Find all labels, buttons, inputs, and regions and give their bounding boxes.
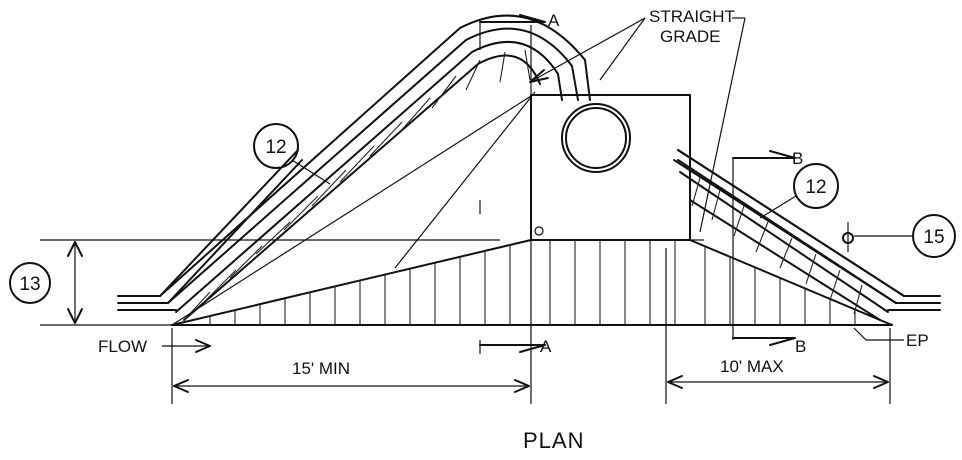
section-a-label-bottom: A [540, 337, 552, 356]
flow-label: FLOW [98, 337, 147, 356]
inlet-box [530, 94, 691, 241]
right-gutter-hatch [691, 177, 863, 315]
ep-label: EP [906, 331, 929, 350]
dim-min-label: 15' MIN [292, 359, 350, 378]
box-apron-hatch [549, 240, 676, 325]
road-edge-left [117, 149, 303, 311]
left-transition [171, 91, 536, 326]
left-transition-hatch [209, 245, 511, 325]
section-b-label-bottom: B [795, 337, 806, 356]
callout-12-right: 12 [759, 163, 839, 219]
svg-text:12: 12 [265, 137, 286, 158]
svg-text:15: 15 [923, 227, 944, 248]
svg-text:12: 12 [805, 177, 826, 198]
ep-leader [853, 327, 904, 341]
section-a-line [479, 14, 546, 354]
straight-grade-leaders [529, 17, 746, 233]
callout-12-left: 12 [253, 123, 331, 185]
section-b-line [732, 150, 796, 346]
section-b-label-top: B [792, 149, 803, 168]
manhole-cover [561, 103, 631, 173]
right-transition-hatch [704, 246, 856, 325]
plan-title: PLAN [523, 428, 584, 453]
dim-max-label: 10' MAX [720, 357, 784, 376]
section-a-label-top: A [548, 11, 560, 30]
callout-15: 15 [842, 214, 956, 258]
dimension-15-min [171, 328, 532, 404]
left-gutter-hatch [185, 49, 531, 319]
left-curb [159, 14, 591, 321]
dimension-10-max [665, 248, 891, 404]
svg-text:13: 13 [19, 274, 40, 295]
flow-arrow [162, 339, 211, 353]
right-curb [677, 149, 905, 321]
straight-grade-label-2: GRADE [660, 27, 720, 46]
right-transition [689, 239, 893, 326]
callout-13: 13 [9, 262, 51, 304]
straight-grade-label-1: STRAIGHT [649, 7, 735, 26]
dimension-13 [67, 241, 83, 324]
